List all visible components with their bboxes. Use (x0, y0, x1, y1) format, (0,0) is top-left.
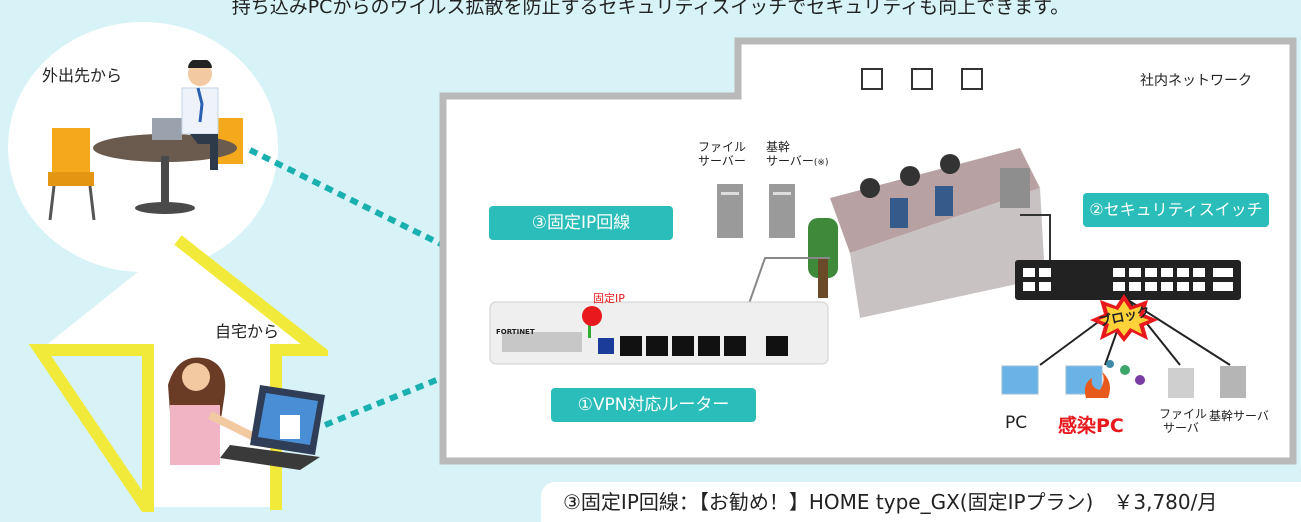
core-server-caption: 基幹 サーバー(※) (766, 140, 828, 170)
router-brand: FORTINET (496, 328, 535, 336)
pc-label: PC (1005, 413, 1028, 433)
square-1 (861, 68, 883, 90)
cafe-scene-illustration (48, 60, 243, 221)
infected-pc-label: 感染PC (1058, 415, 1124, 437)
fixed-ip-dot (582, 306, 602, 326)
core-server-note: (※) (813, 158, 829, 168)
outside-label: 外出先から (42, 66, 123, 85)
core-server-line2: サーバー (766, 154, 814, 168)
square-2 (911, 68, 933, 90)
headline: 持ち込みPCからのウイルス拡散を防止するセキュリティスイッチでセキュリティも向上… (231, 0, 1070, 18)
home-label: 自宅から (215, 322, 280, 341)
file-server-caption: ファイル サーバー (698, 140, 746, 168)
security-switch-label: ②セキュリティスイッチ (1083, 193, 1269, 227)
office-label: 社内ネットワーク (1140, 73, 1252, 89)
home-scene-illustration (168, 357, 325, 470)
file-server-device-caption: ファイル サーバ (1159, 407, 1207, 435)
bottom-note: ③固定IP回線：【お勧め！】HOME type_GX(固定IPプラン) ￥3,7… (541, 482, 1301, 522)
endpoint-devices-icons (1001, 360, 1246, 398)
file-server-line1: ファイル (698, 140, 747, 154)
core-server-device-label: 基幹サーバ (1209, 409, 1269, 423)
fixed-ip-label: 固定IP (593, 292, 625, 305)
fixed-ip-line-label: ③固定IP回線 (489, 206, 673, 240)
security-switch-device (1015, 260, 1241, 300)
office-workers-illustration (808, 148, 1045, 318)
file-server-device-line2: サーバ (1163, 421, 1199, 435)
vpn-router-label: ①VPN対応ルーター (551, 388, 756, 422)
file-server-line2: サーバー (698, 154, 746, 168)
core-server-line1: 基幹 (766, 140, 791, 154)
server-towers-icon (717, 184, 795, 238)
block-burst-icon (1090, 294, 1158, 342)
vpn-router-device (489, 301, 829, 365)
file-server-device-line1: ファイル (1159, 407, 1208, 421)
square-3 (961, 68, 983, 90)
